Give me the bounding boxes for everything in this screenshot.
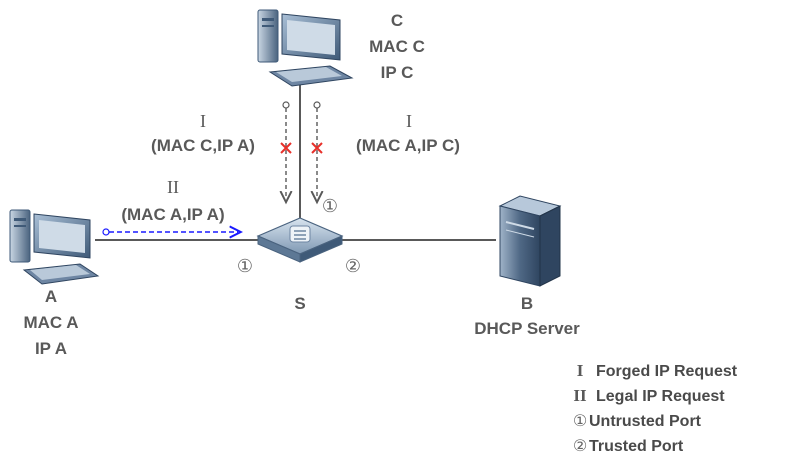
legend: I Forged IP Request II Legal IP Request … (573, 361, 738, 455)
forged-flow-right (311, 101, 323, 198)
port-marker-right: ② (345, 256, 361, 277)
forged-right-label: (MAC A,IP C) (356, 136, 460, 155)
legend-item-trusted: ② Trusted Port (573, 436, 684, 455)
computer-c-icon (257, 9, 354, 87)
blocked-cross-left-icon (280, 142, 292, 154)
blocked-cross-right-icon (311, 142, 323, 154)
legend-symbol-trusted: ② (573, 436, 587, 455)
node-a-mac: MAC A (23, 313, 78, 332)
node-s-name: S (294, 294, 305, 313)
legend-text-trusted: Trusted Port (589, 438, 684, 455)
node-a-name: A (45, 287, 57, 306)
node-c-mac: MAC C (369, 37, 425, 56)
legend-symbol-untrusted: ① (573, 411, 587, 430)
port-marker-top: ① (322, 196, 338, 217)
legal-flow (102, 229, 238, 235)
legend-symbol-legal: II (573, 386, 587, 405)
legend-text-legal: Legal IP Request (596, 388, 725, 405)
node-a-ip: IP A (35, 339, 67, 358)
server-b-icon (498, 195, 562, 287)
legend-symbol-forged: I (577, 361, 584, 380)
legal-roman: II (167, 177, 179, 197)
switch-s-icon (256, 217, 344, 263)
legend-text-untrusted: Untrusted Port (589, 413, 702, 430)
node-b-role: DHCP Server (474, 319, 580, 338)
computer-a-icon (9, 209, 100, 285)
legal-label: (MAC A,IP A) (121, 205, 224, 224)
legend-item-untrusted: ① Untrusted Port (573, 411, 702, 430)
forged-flow-left (280, 101, 292, 198)
port-marker-left: ① (237, 256, 253, 277)
legend-item-forged: I Forged IP Request (577, 361, 738, 380)
node-c-ip: IP C (381, 63, 414, 82)
forged-right-roman: I (406, 111, 412, 131)
node-c-name: C (391, 11, 403, 30)
legend-text-forged: Forged IP Request (596, 363, 738, 380)
node-b-name: B (521, 294, 533, 313)
legend-item-legal: II Legal IP Request (573, 386, 725, 405)
forged-left-label: (MAC C,IP A) (151, 136, 255, 155)
forged-left-roman: I (200, 111, 206, 131)
